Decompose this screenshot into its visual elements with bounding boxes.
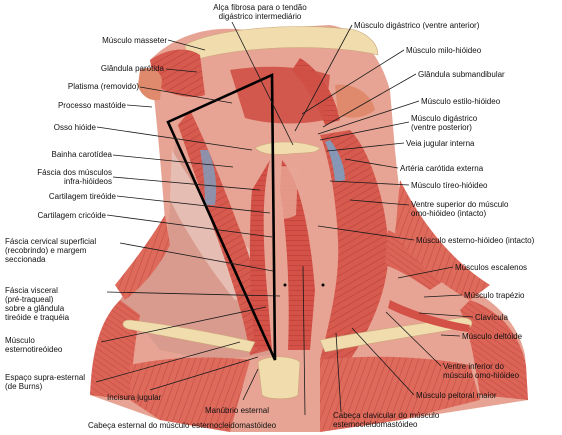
label-masseter: Músculo masseter	[102, 36, 167, 45]
label-estilo-hioideo: Músculo estilo-hióideo	[421, 97, 501, 106]
label-omo-hioideo-inferior: Ventre inferior do músculo omo-hióideo	[443, 362, 520, 380]
deltoid-right	[460, 300, 528, 400]
label-manubrio-esternal: Manúbrio esternal	[205, 406, 270, 415]
label-milo-hioideo: Músculo milo-hióideo	[406, 46, 482, 55]
sternohyoid-left	[249, 160, 272, 350]
label-fascia-visceral: Fáscia visceral (pré-traqueal) sobre a g…	[5, 286, 70, 322]
label-cabeca-esternal: Cabeça esternal do músculo esternocleido…	[88, 421, 277, 430]
submandibular-gland	[335, 84, 375, 118]
label-clavicula: Clavícula	[475, 313, 508, 322]
label-cabeca-clavicular: Cabeça clavicular do músculo esternoclei…	[333, 411, 440, 429]
label-veia-jugular: Veia jugular interna	[406, 139, 475, 148]
label-escalenos: Músculos escalenos	[455, 263, 528, 272]
label-alca-fibrosa: Alça fibrosa para o tendão digástrico in…	[213, 3, 307, 21]
pectoralis-left	[130, 357, 250, 432]
sternocleidomastoid-left	[178, 110, 270, 355]
label-processo-mastoide: Processo mastóide	[57, 101, 126, 110]
marker-dot	[283, 283, 287, 287]
label-digastrico-anterior: Músculo digástrico (ventre anterior)	[354, 21, 480, 30]
label-fascia-cervical-superficial: Fáscia cervical superficial (recobrindo)…	[5, 237, 97, 264]
anterior-triangle-outline	[166, 72, 277, 361]
hyoid-bone	[254, 141, 321, 155]
label-digastrico-posterior: Músculo digástrico (ventre posterior)	[411, 114, 478, 132]
superficial-fascia-left	[120, 140, 270, 360]
pectoralis-right	[320, 356, 480, 432]
label-incisura-jugular: Incisura jugular	[107, 393, 162, 402]
label-cartilagem-cricoide: Cartilagem cricóide	[37, 211, 106, 220]
marker-dot	[321, 283, 325, 287]
label-tireo-hioideo: Músculo tíreo-hióideo	[411, 181, 488, 190]
label-peitoral-maior: Músculo peitoral maior	[416, 391, 497, 400]
mandible	[184, 26, 379, 63]
label-trapezio: Músculo trapézio	[464, 291, 525, 300]
label-esternotireoideo: Músculo esternotireóideo	[5, 336, 63, 354]
label-cartilagem-tireoide: Cartilagem tireóide	[48, 192, 116, 201]
label-bainha-carotidea: Bainha carotídea	[51, 150, 113, 159]
larynx	[268, 166, 298, 219]
label-deltoide: Músculo deltóide	[462, 332, 523, 341]
label-espaco-supra-esternal: Espaço supra-esternal (de Burns)	[5, 373, 86, 391]
label-omo-hioideo-superior: Ventre superior do músculo omo-hióideo (…	[411, 200, 509, 218]
label-fascia-infra-hioideos: Fáscia dos músculos infra-hióideos	[37, 168, 112, 186]
clavicle-left	[122, 319, 256, 353]
omohyoid-inferior	[388, 300, 470, 332]
trapezius-left	[115, 215, 170, 300]
scalene-region	[385, 230, 445, 290]
label-glandula-parotida: Glândula parótida	[100, 64, 164, 73]
manubrium	[257, 356, 301, 400]
sternocleidomastoid-right	[320, 130, 389, 360]
masseter	[150, 49, 205, 97]
leader-lines	[95, 21, 474, 416]
label-arteria-carotida: Artéria carótida externa	[400, 164, 484, 173]
label-platisma: Platisma (removido)	[67, 82, 139, 91]
label-osso-hioide: Osso hióide	[53, 123, 96, 132]
mylohyoid	[230, 66, 330, 124]
label-glandula-submandibular: Glândula submandibular	[418, 70, 505, 79]
label-esterno-hioideo: Músculo esterno-hióideo (intacto)	[416, 236, 535, 245]
clavicle-right	[319, 317, 473, 353]
trapezius-right	[395, 180, 490, 300]
parotid-gland	[138, 68, 162, 101]
